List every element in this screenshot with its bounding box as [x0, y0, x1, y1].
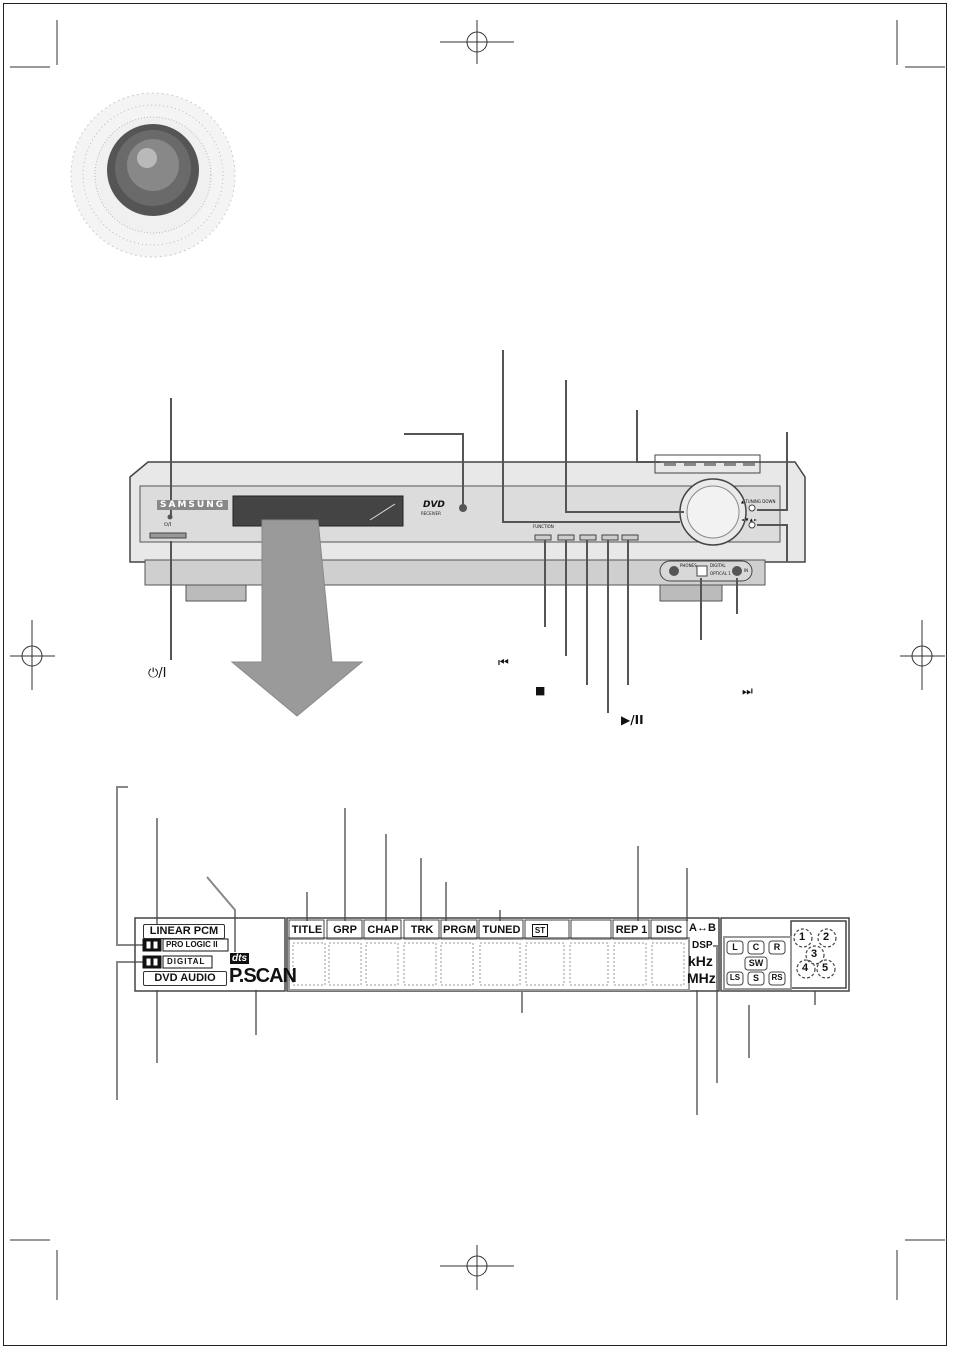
disc-indicator: DISC	[655, 924, 683, 936]
dvd-audio-indicator: DVD AUDIO	[143, 971, 227, 986]
khz-indicator: kHz	[688, 953, 713, 969]
title-indicator: TITLE	[291, 924, 323, 936]
speaker-disc-logo	[70, 92, 236, 258]
channel-c: C	[752, 942, 760, 952]
receiver-front-panel	[129, 454, 806, 602]
channel-ls: LS	[729, 973, 741, 982]
next-icon: ⏭	[742, 684, 753, 698]
right-mid-button-label: ◄ ▼ ▲ ►	[741, 517, 758, 522]
previous-icon: ⏮	[498, 655, 509, 669]
function-button-label: FUNCTION	[533, 524, 554, 529]
segment-headers	[288, 919, 688, 940]
repeat-ab-indicator: A↔B	[689, 922, 716, 934]
dolby-logos	[142, 938, 229, 969]
crop-marks	[10, 20, 945, 1300]
channel-r: R	[773, 942, 781, 952]
zoom-arrow	[230, 519, 364, 717]
tuned-indicator: TUNED	[482, 924, 521, 936]
channel-l: L	[732, 942, 738, 952]
dvd-logo-subtext: RECEIVER	[421, 511, 441, 516]
chap-indicator: CHAP	[367, 924, 399, 936]
linear-pcm-indicator: LINEAR PCM	[143, 924, 225, 939]
aux-input-label: IN	[744, 568, 749, 573]
pro-logic-indicator: PRO LOGIC II	[166, 940, 218, 949]
trk-indicator: TRK	[410, 924, 434, 936]
stereo-indicator: ST	[532, 924, 548, 937]
display-callout-lines	[116, 786, 816, 1115]
mhz-indicator: MHz	[687, 970, 716, 986]
channel-indicators	[726, 940, 786, 986]
page-border	[3, 3, 947, 1346]
right-top-button-label: ▲ TUNING DOWN	[741, 499, 776, 504]
dsp-indicator: DSP	[692, 940, 713, 951]
power-icon: ⏻/I	[148, 666, 167, 681]
disc-number-4: 4	[802, 962, 809, 974]
grp-indicator: GRP	[333, 924, 357, 936]
optical-input-label: OPTICAL 1	[710, 571, 731, 576]
channel-sw: SW	[748, 958, 764, 968]
digital-input-label: DIGITAL	[710, 563, 726, 568]
disc-indicators	[793, 928, 837, 979]
channel-rs: RS	[771, 973, 783, 982]
prgm-indicator: PRGM	[443, 924, 476, 936]
front-callout-lines	[170, 350, 788, 713]
dts-indicator: dts	[230, 953, 249, 964]
dvd-logo: DVD	[423, 500, 445, 510]
repeat-one-indicator: REP 1	[615, 924, 648, 936]
disc-number-5: 5	[822, 962, 829, 974]
disc-number-2: 2	[823, 931, 830, 943]
phones-jack-label: PHONES	[680, 563, 697, 568]
disc-number-3: 3	[811, 948, 818, 960]
play-pause-icon: ▶/II	[621, 713, 644, 727]
standby-indicator-label: ⏻/I	[164, 522, 172, 528]
disc-number-1: 1	[799, 931, 806, 943]
pscan-indicator: P.SCAN	[229, 965, 297, 987]
stop-icon: ■	[535, 684, 546, 697]
channel-s: S	[752, 973, 759, 983]
segment-digits	[292, 942, 685, 986]
brand-logo: SAMSUNG	[157, 500, 229, 510]
dolby-digital-indicator: DIGITAL	[167, 957, 206, 966]
